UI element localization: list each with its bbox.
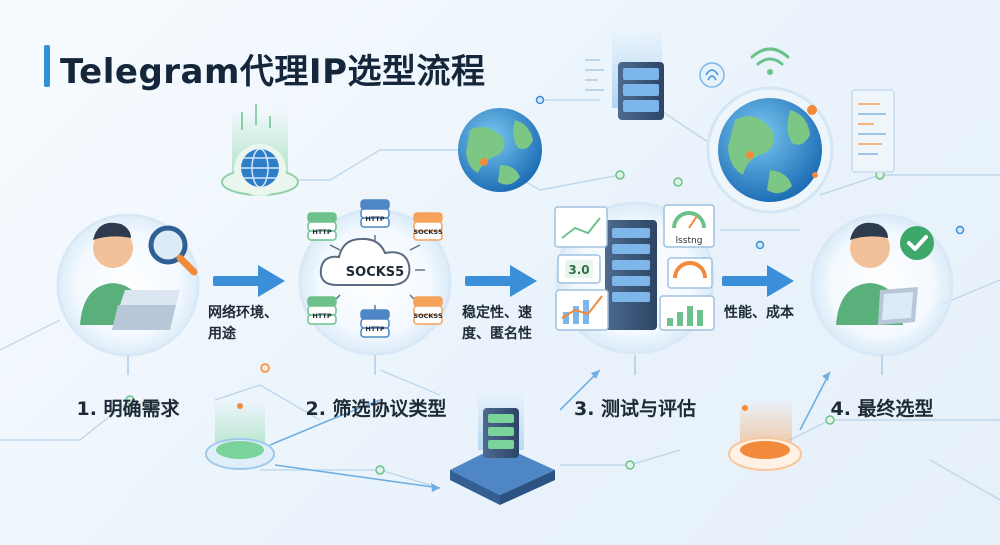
person-approve-icon [836, 222, 934, 325]
document-panel-icon [851, 89, 895, 173]
wifi-icon [750, 47, 790, 66]
protocol-node-label: SOCKS5 [413, 228, 443, 236]
protocol-node-socks5-5: SOCKS5 [413, 296, 443, 325]
step-label-3: 3. 测试与评估 [573, 398, 697, 420]
flow-label-line: 稳定性、速 [462, 305, 532, 321]
person-search-icon [80, 222, 198, 330]
flow-label-line: 度、匿名性 [462, 326, 532, 342]
gauge-label: lsstng [676, 236, 703, 246]
protocol-node-socks5-2: SOCKS5 [413, 212, 443, 241]
flow-label-1: 网络环境、 用途 [208, 303, 278, 345]
arrow-right-icon [465, 265, 537, 297]
step-label-4: 4. 最终选型 [830, 398, 934, 420]
protocol-node-http-1: HTTP [360, 199, 390, 228]
protocol-network [319, 235, 425, 318]
title-accent-bar [44, 45, 50, 87]
flow-label-2: 稳定性、速 度、匿名性 [462, 303, 532, 345]
protocol-node-http-4: HTTP [360, 309, 390, 338]
server-dashboard-icon [554, 204, 715, 331]
step-label-1: 1. 明确需求 [76, 398, 180, 420]
bottom-flow-arrows [269, 369, 831, 489]
score-badge: 3.0 [568, 263, 589, 277]
globe-icon [458, 108, 542, 192]
protocol-node-label: HTTP [312, 228, 331, 236]
world-globe-icon [699, 47, 895, 214]
protocol-node-label: HTTP [312, 312, 331, 320]
server-rack-icon [585, 28, 664, 120]
protocol-node-label: HTTP [365, 215, 384, 223]
arrow-right-icon [213, 265, 285, 297]
step-label-2: 2. 筛选协议类型 [305, 398, 447, 420]
protocol-node-label: SOCKS5 [413, 312, 443, 320]
checkmark-icon [900, 226, 934, 260]
fingerprint-icon [699, 62, 725, 88]
server-platform-icon [450, 390, 555, 505]
flow-label-line: 网络环境、 [208, 305, 278, 321]
green-portal-icon [205, 400, 275, 470]
globe-pedestal-icon [221, 104, 299, 196]
protocol-node-label: HTTP [365, 325, 384, 333]
protocol-center-label: SOCKS5 [346, 265, 404, 280]
protocol-node-http-0: HTTP [307, 212, 337, 241]
arrow-right-icon [722, 265, 794, 297]
orange-portal-icon [728, 400, 802, 471]
flow-label-3: 性能、成本 [724, 303, 794, 324]
protocol-node-http-3: HTTP [307, 296, 337, 325]
flow-label-line: 性能、成本 [724, 305, 794, 321]
flow-arrows [213, 265, 794, 297]
flow-label-line: 用途 [208, 326, 236, 342]
page-title: Telegram代理IP选型流程 [60, 52, 486, 92]
